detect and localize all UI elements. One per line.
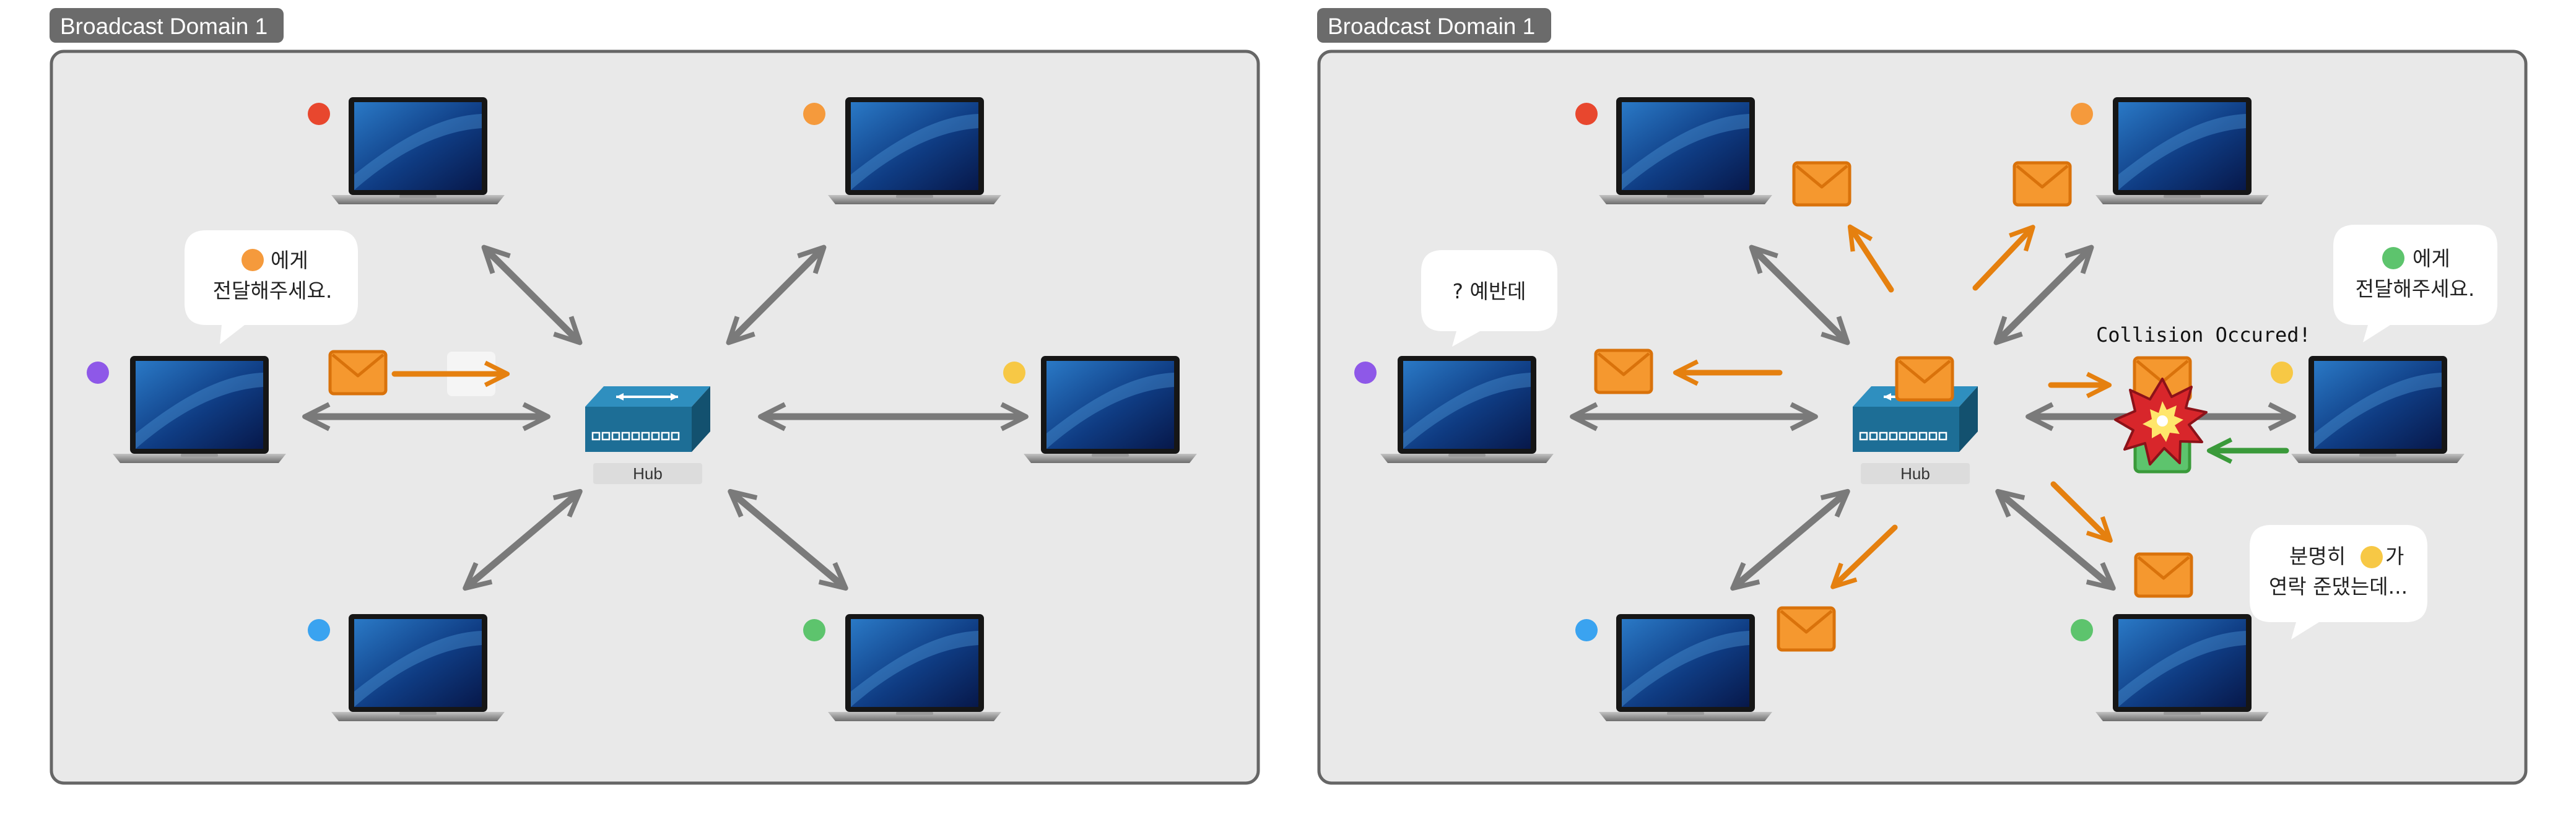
bubble-line-1: 에게 [271,248,308,272]
host-dot-yellow [2271,362,2293,384]
hub-label-box [1861,463,1970,484]
hub-label: Hub [1900,464,1930,483]
bubble-line-2: 가 [2385,544,2404,568]
bubble-line-1: 분명히 [2289,544,2346,568]
domain-label: Broadcast Domain 1 [1328,14,1535,39]
envelope-icon [1794,163,1850,205]
bubble-line-1: ? 예반데 [1452,279,1526,303]
collision-label: Collision Occured! [2096,323,2311,347]
laptop-icon [331,97,505,204]
envelope-icon [1596,350,1651,392]
speech-bubble: 분명히 가 연락 준댔는데... [2250,525,2427,639]
host-dot-blue [1575,619,1598,641]
host-dot-orange [2071,103,2093,125]
envelope-icon [330,352,386,394]
domain-tab [1317,8,1551,43]
link-hub-top-right [1993,245,2094,345]
laptop-icon [1380,356,1554,463]
speech-bubble: 에게 전달해주세요. [2333,225,2497,342]
link-hub-top-left [481,245,583,345]
link-hub-top-left [1749,245,1850,345]
host-ref-dot [2361,546,2383,568]
link-hub-top-right [726,245,827,345]
laptop-icon [828,97,1001,204]
laptop-icon [2095,614,2269,721]
collision-icon [2114,378,2208,466]
host-ref-dot [242,249,264,271]
host-dot-green [803,619,825,641]
host-dot-yellow [1003,362,1025,384]
laptop-icon [113,356,286,463]
panel-before: Broadcast Domain 1 Hub [50,8,1260,785]
envelope-icon [1897,358,1952,400]
domain-label: Broadcast Domain 1 [60,14,268,39]
bubble-line-2: 전달해주세요. [2356,277,2475,301]
hub-icon [584,385,711,453]
frame-arrow-top-left [1847,224,1894,293]
hub-label: Hub [633,464,663,483]
hub-label-box [593,463,702,484]
envelope-icon [2014,163,2070,205]
link-hub-bottom-left [1730,488,1850,591]
domain-tab [50,8,284,43]
link-hub-bottom-right [1995,488,2116,591]
frame-arrow-bottom-right [2050,481,2113,543]
bubble-line-3: 연락 준댔는데... [2269,574,2408,599]
frame-arrow-bottom-left [1830,524,1898,589]
bubble-line-2: 전달해주세요. [213,279,333,303]
host-dot-blue [308,619,330,641]
frame-arrow-top-right [1972,225,2035,291]
envelope-icon [1778,608,1834,650]
speech-bubble: 에게 전달해주세요. [185,230,358,344]
host-dot-orange [803,103,825,125]
laptop-icon [1024,356,1197,463]
panel-after: Broadcast Domain 1 Hub [1317,8,2528,785]
laptop-icon [2095,97,2269,204]
link-hub-bottom-right [728,488,848,591]
host-dot-red [1575,103,1598,125]
link-hub-bottom-left [463,488,583,591]
bubble-line-1: 에게 [2413,246,2450,271]
host-ref-dot [2382,247,2404,269]
laptop-icon [828,614,1001,721]
laptop-icon [1599,97,1772,204]
host-dot-green [2071,619,2093,641]
host-dot-purple [87,362,109,384]
laptop-icon [331,614,505,721]
laptop-icon [1599,614,1772,721]
laptop-icon [2291,356,2465,463]
speech-bubble: ? 예반데 [1421,250,1557,347]
host-dot-purple [1354,362,1377,384]
envelope-icon [2136,554,2191,596]
host-dot-red [308,103,330,125]
